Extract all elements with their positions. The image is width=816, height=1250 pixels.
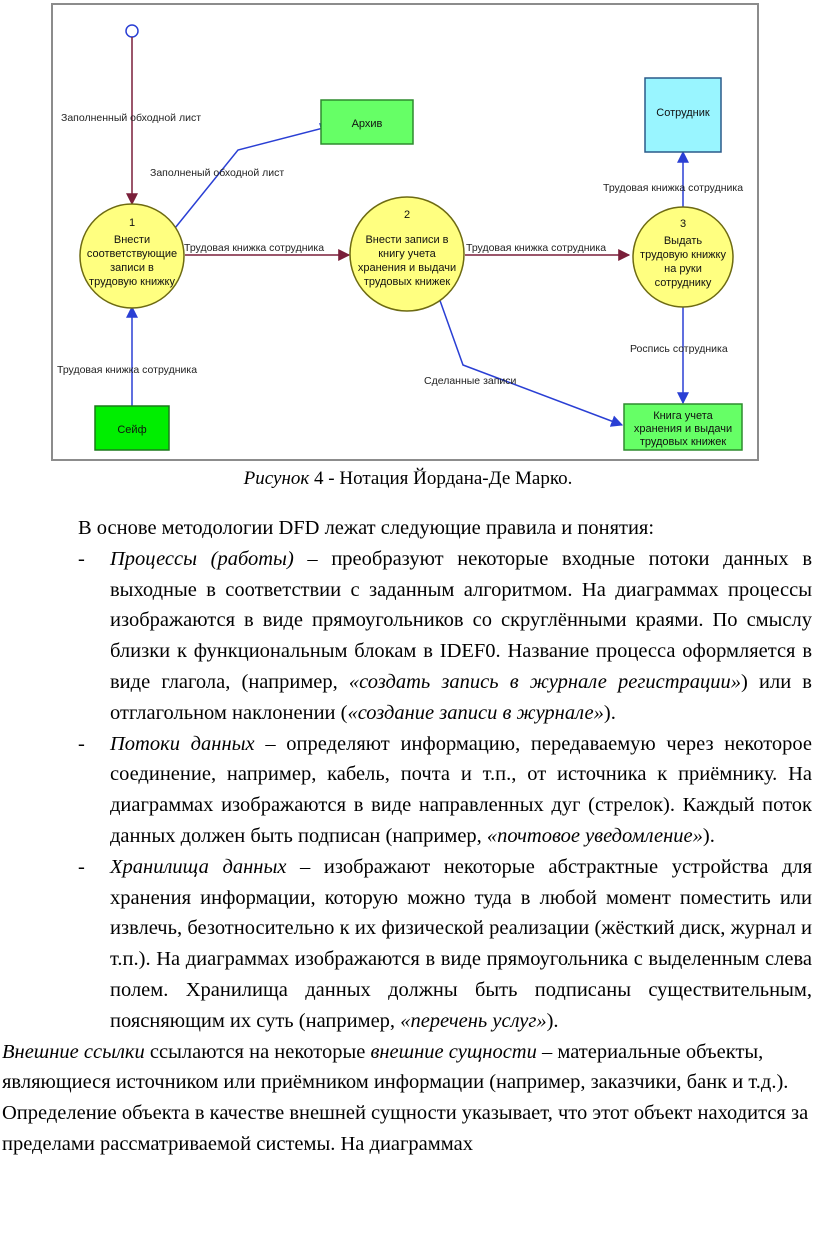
process-3-line-2: трудовую книжку	[640, 249, 726, 261]
list-dash: -	[78, 855, 85, 878]
employee-label: Сотрудник	[656, 107, 710, 119]
book-line-3: трудовых книжек	[640, 436, 727, 448]
example-quote: «перечень услуг»	[400, 1009, 547, 1032]
book-line-2: хранения и выдачи	[634, 423, 732, 435]
archive-label: Архив	[352, 118, 383, 130]
definition-list: - Процессы (работы) – преобразуют некото…	[0, 544, 816, 1037]
edge-label-entry: Заполненный обходной лист	[61, 112, 201, 124]
item-text: – преобразуют некоторые входные потоки д…	[110, 547, 812, 693]
edge-p1-to-archive	[170, 122, 333, 234]
process-2-line-1: Внести записи в	[365, 234, 448, 246]
book-line-1: Книга учета	[653, 410, 713, 422]
list-item: - Процессы (работы) – преобразуют некото…	[0, 544, 816, 729]
book-store	[623, 403, 743, 451]
edge-label-p1-p2: Трудовая книжка сотрудника	[184, 242, 324, 254]
term: внешние сущности	[370, 1040, 537, 1063]
edge-p2-to-book	[437, 294, 624, 427]
archive-store	[320, 99, 414, 145]
process-1-line-4: трудовую книжку	[89, 276, 175, 288]
example-quote: «создание записи в журнале»	[347, 701, 604, 724]
process-1-line-1: Внести	[114, 234, 150, 246]
figure-caption: Рисунок 4 - Нотация Йордана-Де Марко.	[0, 468, 816, 490]
process-2-line-3: хранения и выдачи	[358, 262, 456, 274]
dfd-figure: Заполненный обходной лист Заполненый обх…	[51, 3, 759, 461]
list-dash: -	[78, 732, 85, 755]
intro-paragraph: В основе методологии DFD лежат следующие…	[78, 517, 655, 539]
item-text: – определяют информацию, передаваемую че…	[110, 732, 813, 847]
process-1-line-3: записи в	[110, 262, 154, 274]
safe-label: Сейф	[117, 424, 146, 436]
process-3-line-3: на руки	[664, 263, 702, 275]
edge-label-archive: Заполненый обходной лист	[150, 167, 284, 179]
edge-label-safe: Трудовая книжка сотрудника	[57, 364, 197, 376]
item-text: – изображают некоторые абстрактные устро…	[110, 855, 813, 1032]
item-text: ) или в отглагольном наклонении (	[110, 670, 812, 724]
example-quote: «создать запись в журнале регистрации»	[348, 670, 742, 693]
document-body: В основе методологии DFD лежат следующие…	[0, 513, 816, 1160]
dfd-diagram: Заполненный обходной лист Заполненый обх…	[57, 24, 743, 451]
list-dash: -	[78, 547, 85, 570]
term: Процессы (работы)	[110, 547, 294, 570]
process-1-number: 1	[129, 217, 135, 229]
process-3	[632, 206, 734, 308]
final-paragraph: Внешние ссылки ссылаются на некоторые вн…	[0, 1037, 816, 1160]
term: Хранилища данных	[110, 855, 287, 878]
edge-label-sign: Роспись сотрудника	[630, 343, 728, 355]
edge-label-p2-p3: Трудовая книжка сотрудника	[466, 242, 606, 254]
caption-label: Рисунок	[243, 468, 310, 489]
process-1	[79, 203, 185, 309]
safe-entity	[94, 405, 170, 451]
list-item: - Хранилища данных – изображают некоторы…	[0, 852, 816, 1037]
list-item: - Потоки данных – определяют информацию,…	[0, 729, 816, 852]
term: Потоки данных	[110, 732, 255, 755]
item-text: ).	[546, 1009, 559, 1032]
process-2-line-2: книгу учета	[378, 248, 436, 260]
item-text: ).	[702, 824, 715, 847]
edge-label-records: Сделанные записи	[424, 375, 517, 387]
paragraph-text: ссылаются на некоторые	[144, 1040, 371, 1063]
process-3-line-1: Выдать	[664, 235, 703, 247]
entry-point-icon	[125, 24, 139, 38]
item-text: ).	[603, 701, 616, 724]
process-2-number: 2	[404, 209, 410, 221]
process-1-line-2: соответствующие	[87, 248, 177, 260]
process-3-number: 3	[680, 218, 686, 230]
process-3-line-4: сотруднику	[655, 277, 712, 289]
process-2-line-4: трудовых книжек	[364, 276, 451, 288]
paragraph-text: – материальные объекты, являющиеся источ…	[2, 1040, 809, 1155]
example-quote: «почтовое уведомление»	[486, 824, 703, 847]
process-2	[349, 196, 465, 312]
employee-entity	[644, 77, 722, 153]
term: Внешние ссылки	[2, 1040, 145, 1063]
edge-label-p3-employee: Трудовая книжка сотрудника	[603, 182, 743, 194]
caption-text: 4 - Нотация Йордана-Де Марко.	[309, 468, 573, 489]
